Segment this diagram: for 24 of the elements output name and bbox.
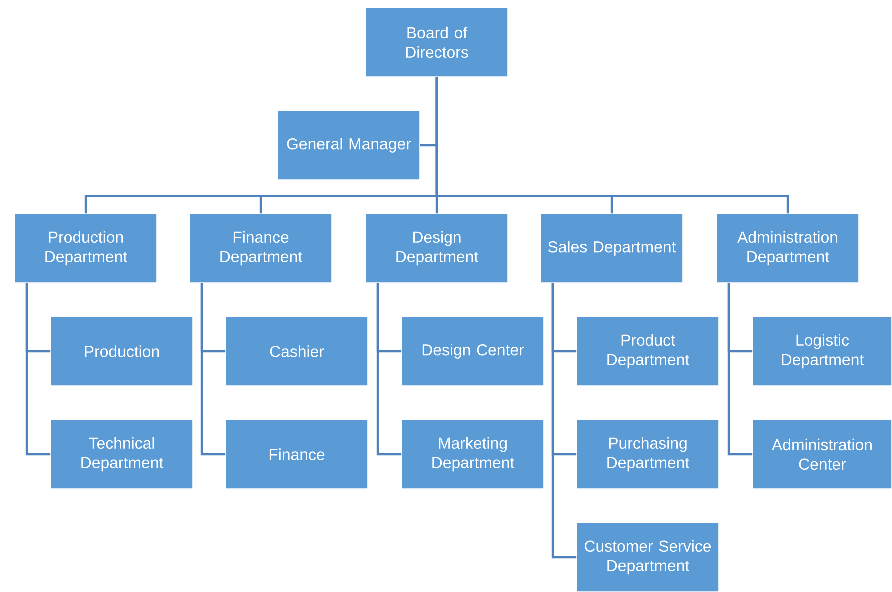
org-box: Design Department bbox=[366, 214, 508, 284]
org-box: Board of Directors bbox=[366, 8, 508, 78]
connector-line bbox=[728, 283, 753, 456]
org-box: Sales Department bbox=[540, 214, 684, 284]
org-box: Customer Service Department bbox=[576, 522, 720, 592]
connector-line bbox=[376, 283, 402, 456]
connector-line bbox=[200, 283, 226, 456]
org-box: Finance bbox=[226, 420, 368, 490]
org-box: Technical Department bbox=[50, 420, 194, 490]
org-box: Logistic Department bbox=[752, 316, 892, 386]
org-box: Purchasing Department bbox=[576, 420, 720, 490]
org-box: Administration Department bbox=[716, 214, 860, 284]
org-box: Cashier bbox=[226, 316, 368, 386]
connector-line bbox=[552, 283, 577, 559]
org-box: Design Center bbox=[402, 316, 544, 386]
connector-line bbox=[436, 77, 790, 214]
org-box: Production Department bbox=[14, 214, 158, 284]
org-box: Marketing Department bbox=[402, 420, 544, 490]
connector-line bbox=[26, 283, 51, 456]
org-box: Finance Department bbox=[190, 214, 332, 284]
org-box: Production bbox=[50, 316, 194, 386]
org-box: Administration Center bbox=[752, 420, 892, 490]
org-box: Product Department bbox=[576, 316, 720, 386]
org-box: General Manager bbox=[278, 110, 420, 180]
